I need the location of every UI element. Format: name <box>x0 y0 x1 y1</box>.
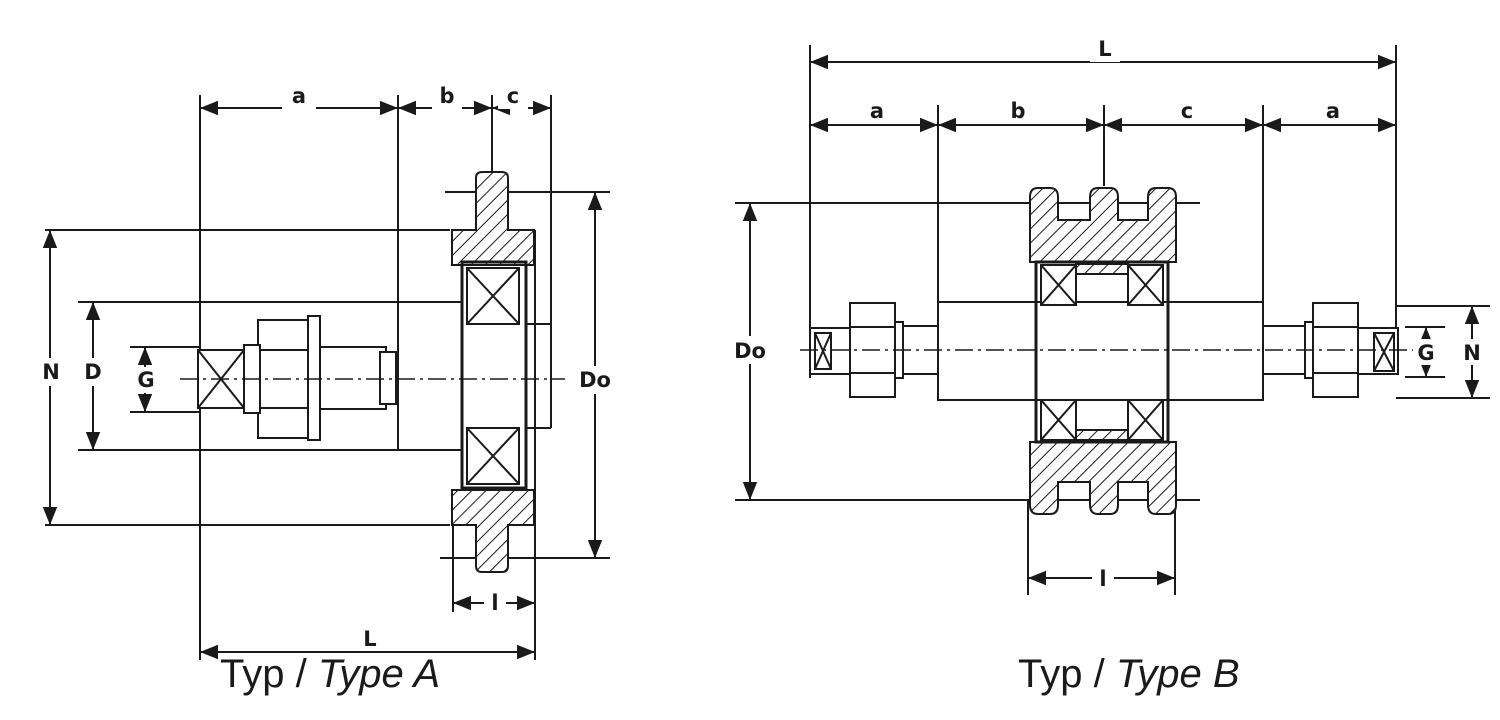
type-b-label-l: l <box>1099 567 1106 591</box>
type-a-caption-prefix: Typ / <box>220 652 318 696</box>
type-b-label-G: G <box>1417 341 1434 365</box>
type-a-caption: Typ / Type A <box>220 652 440 697</box>
type-b-caption-prefix: Typ / <box>1018 652 1116 696</box>
type-a-label-D: D <box>84 360 101 384</box>
type-a-caption-type: Type A <box>317 652 441 696</box>
type-a-label-a: a <box>292 84 306 108</box>
type-a-label-c: c <box>507 84 519 108</box>
type-a-label-G: G <box>137 368 154 392</box>
type-b-label-a-right: a <box>1326 99 1340 123</box>
type-b-label-c: c <box>1181 99 1193 123</box>
type-a-label-N: N <box>42 360 60 384</box>
type-b-label-N: N <box>1463 341 1481 365</box>
type-a-label-b: b <box>439 84 454 108</box>
type-a-label-Do: Do <box>579 368 611 392</box>
type-b-label-b: b <box>1010 99 1025 123</box>
type-a-label-L: L <box>363 627 376 651</box>
type-a-drawing: a b c L l N D G Do <box>38 83 618 660</box>
type-b-caption-type: Type B <box>1115 652 1240 696</box>
type-b-caption: Typ / Type B <box>1018 652 1240 697</box>
type-a-label-l: l <box>491 591 498 615</box>
type-b-label-Do: Do <box>734 339 766 363</box>
type-b-label-a-left: a <box>870 99 884 123</box>
type-b-drawing: L a b c a Do l G N <box>727 36 1490 595</box>
type-b-label-L: L <box>1098 37 1111 61</box>
